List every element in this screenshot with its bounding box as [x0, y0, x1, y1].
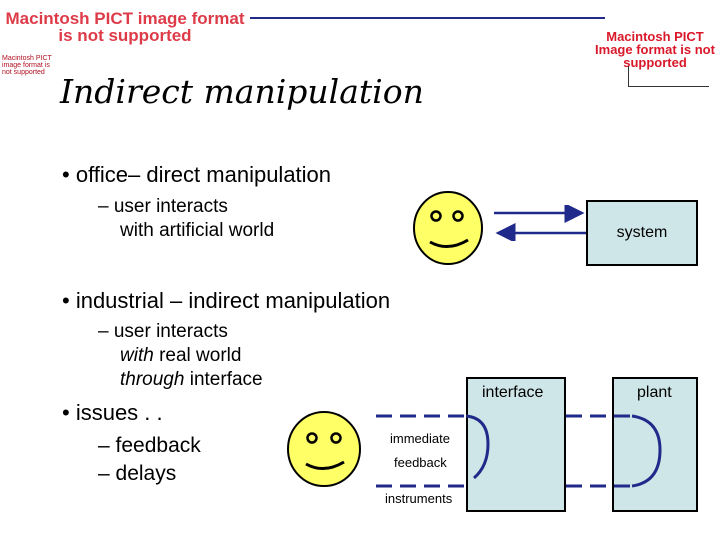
- bullet-issues: • issues . .: [62, 400, 163, 426]
- industrial-sub-line-3: through interface: [120, 369, 263, 390]
- bullet-dot: •: [62, 400, 76, 425]
- issues-subpoints: – feedback – delays: [98, 432, 201, 488]
- slide-title: Indirect manipulation: [60, 72, 424, 111]
- bullet-industrial: • industrial – indirect manipulation: [62, 288, 390, 314]
- flow-lines: [376, 414, 662, 488]
- office-sub-line-1: – user interacts: [98, 196, 228, 217]
- bullet-office-text: office– direct manipulation: [75, 162, 332, 187]
- issues-sub-feedback: – feedback: [98, 434, 201, 457]
- office-sub-line-2: with artificial world: [120, 220, 275, 241]
- system-label: system: [616, 224, 668, 241]
- bullet-office: • office– direct manipulation: [62, 162, 331, 188]
- immediate-label: immediate: [390, 431, 450, 446]
- smiley-face-icon: [413, 191, 483, 265]
- bullet-dot: •: [62, 288, 76, 313]
- instruments-label: instruments: [385, 491, 453, 506]
- arrows-face-system: [494, 205, 586, 241]
- issues-sub-delays: – delays: [98, 462, 177, 485]
- plant-label: plant: [637, 384, 672, 401]
- industrial-sub-line-1: – user interacts: [98, 321, 228, 342]
- top-rule: [250, 17, 605, 19]
- industrial-sub-line-2: with real world: [120, 345, 242, 366]
- office-subpoint: – user interacts with artificial world: [98, 195, 274, 243]
- bullet-dot: •: [62, 162, 76, 187]
- plant-box: [612, 377, 698, 512]
- feedback-label: feedback: [394, 455, 447, 470]
- industrial-subpoint: – user interacts with real world through…: [98, 320, 263, 392]
- interface-label: interface: [482, 384, 544, 401]
- bullet-industrial-text: industrial – indirect manipulation: [75, 288, 391, 313]
- pict-placeholder-top-right: Macintosh PICT Image format is not suppo…: [595, 29, 715, 70]
- smiley-face-icon: [287, 411, 361, 487]
- bullet-issues-text: issues . .: [75, 400, 163, 425]
- pict-placeholder-top-left: Macintosh PICT image format is not suppo…: [5, 9, 245, 45]
- corner-rule: [628, 66, 709, 87]
- pict-placeholder-side: Macintosh PICT image format is not suppo…: [2, 55, 52, 76]
- interface-box: [466, 377, 566, 512]
- system-box: system: [586, 200, 698, 266]
